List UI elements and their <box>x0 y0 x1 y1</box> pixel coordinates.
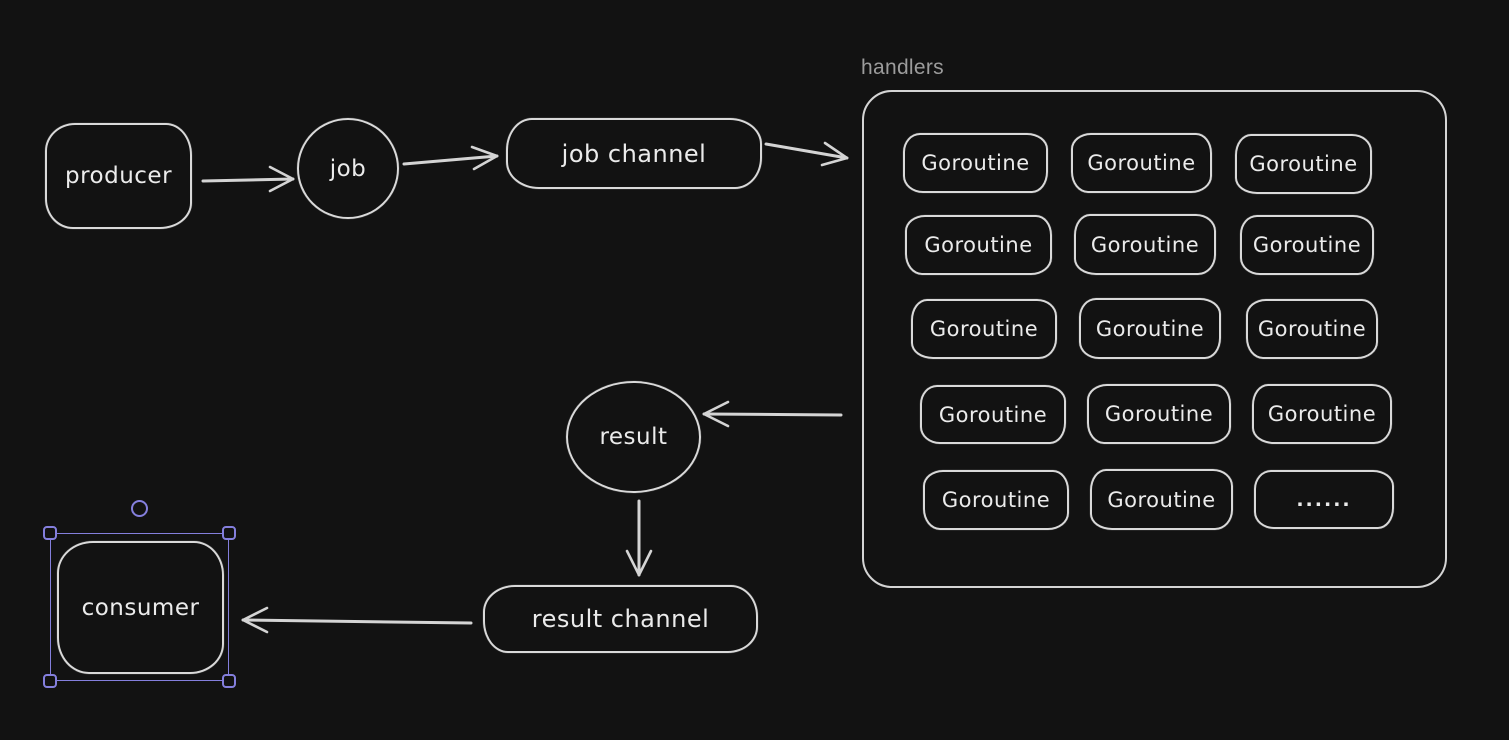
goroutine-box[interactable]: Goroutine <box>905 215 1052 275</box>
goroutine-box[interactable]: Goroutine <box>920 385 1066 444</box>
selection-handle-bottom-left[interactable] <box>43 674 57 688</box>
goroutine-label: Goroutine <box>921 151 1030 175</box>
goroutine-box[interactable]: Goroutine <box>1079 298 1221 359</box>
goroutine-label: Goroutine <box>1249 152 1358 176</box>
consumer-label: consumer <box>81 594 200 621</box>
goroutine-box[interactable]: Goroutine <box>1235 134 1372 194</box>
goroutine-box[interactable]: Goroutine <box>1240 215 1374 275</box>
arrow-result-to-result-channel[interactable] <box>625 499 653 577</box>
goroutine-label: Goroutine <box>938 402 1048 427</box>
selection-rect[interactable] <box>50 533 229 681</box>
goroutine-box[interactable]: Goroutine <box>1071 133 1212 193</box>
producer-label: producer <box>64 163 173 189</box>
job-node[interactable]: job <box>297 118 399 219</box>
result-channel-label: result channel <box>531 605 710 633</box>
arrow-result-channel-to-consumer[interactable] <box>241 606 473 634</box>
goroutine-ellipsis-box[interactable]: ...... <box>1254 470 1394 529</box>
goroutine-label: Goroutine <box>1257 317 1367 341</box>
result-node[interactable]: result <box>566 381 701 493</box>
goroutine-label: Goroutine <box>1252 233 1362 257</box>
goroutine-label: Goroutine <box>1087 151 1196 175</box>
arrow-producer-to-job[interactable] <box>201 165 295 193</box>
consumer-node[interactable]: consumer <box>57 541 224 674</box>
goroutine-label: Goroutine <box>924 233 1033 257</box>
goroutine-label: Goroutine <box>941 488 1051 512</box>
goroutine-label: Goroutine <box>1107 487 1216 512</box>
goroutine-box[interactable]: Goroutine <box>1246 299 1378 359</box>
goroutine-box[interactable]: Goroutine <box>1252 384 1392 444</box>
goroutine-box[interactable]: Goroutine <box>923 470 1069 530</box>
goroutine-box[interactable]: Goroutine <box>903 133 1048 193</box>
goroutine-box[interactable]: Goroutine <box>1074 214 1216 275</box>
goroutine-label: Goroutine <box>1104 402 1214 426</box>
selection-handle-bottom-right[interactable] <box>222 674 236 688</box>
goroutine-ellipsis-label: ...... <box>1296 488 1352 511</box>
result-channel-node[interactable]: result channel <box>483 585 758 653</box>
goroutine-label: Goroutine <box>1095 316 1205 341</box>
result-label: result <box>599 424 668 450</box>
goroutine-label: Goroutine <box>1267 402 1377 426</box>
goroutine-box[interactable]: Goroutine <box>1087 384 1231 444</box>
producer-node[interactable]: producer <box>45 123 192 229</box>
goroutine-label: Goroutine <box>929 317 1039 341</box>
job-channel-node[interactable]: job channel <box>506 118 762 189</box>
handlers-frame[interactable] <box>862 90 1447 588</box>
goroutine-box[interactable]: Goroutine <box>1090 469 1233 530</box>
selection-handle-top-right[interactable] <box>222 526 236 540</box>
handlers-frame-label[interactable]: handlers <box>861 56 944 79</box>
arrow-handlers-to-result[interactable] <box>702 400 843 428</box>
rotate-handle[interactable] <box>131 500 148 517</box>
job-channel-label: job channel <box>561 139 707 168</box>
goroutine-box[interactable]: Goroutine <box>911 299 1057 359</box>
goroutine-label: Goroutine <box>1090 232 1200 257</box>
arrow-job-to-job-channel[interactable] <box>402 145 499 171</box>
job-label: job <box>329 155 367 182</box>
selection-handle-top-left[interactable] <box>43 526 57 540</box>
arrow-job-channel-to-handlers[interactable] <box>764 141 849 167</box>
